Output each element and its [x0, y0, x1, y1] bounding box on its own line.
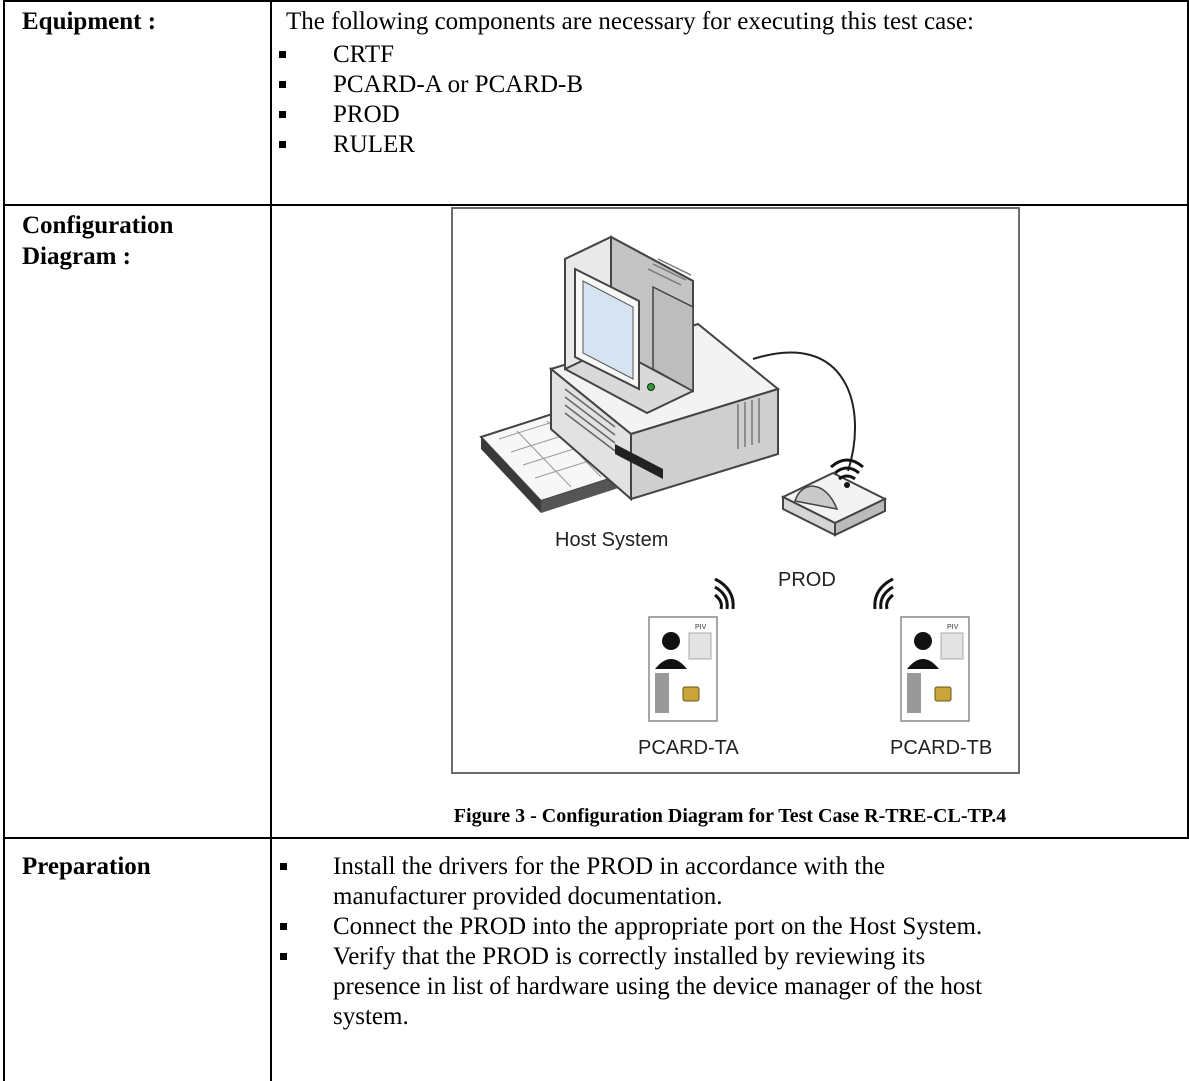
pcard-tb-label: PCARD-TB: [890, 737, 993, 759]
list-item: CRTF: [272, 40, 583, 70]
list-item: Install the drivers for the PROD in acco…: [272, 852, 982, 912]
column-divider: [270, 0, 272, 1081]
table-border-right: [1187, 0, 1189, 838]
prod-label: PROD: [778, 569, 836, 591]
equipment-list: CRTF PCARD-A or PCARD-B PROD RULER: [272, 40, 583, 160]
svg-text:PIV: PIV: [695, 624, 707, 631]
list-item: Verify that the PROD is correctly instal…: [272, 942, 982, 1032]
host-system-label: Host System: [555, 529, 669, 551]
row-divider-1: [3, 204, 1189, 206]
monitor-icon: [564, 235, 694, 415]
id-card-icon: PIV: [648, 616, 718, 722]
row-divider-2: [3, 837, 1189, 839]
id-card-icon: PIV: [900, 616, 970, 722]
pcard-ta-label: PCARD-TA: [638, 737, 739, 759]
configuration-diagram: PIV PIV Host System PROD PCARD-TA PCARD-…: [451, 207, 1020, 774]
preparation-list: Install the drivers for the PROD in acco…: [272, 852, 982, 1032]
configuration-label: Configuration Diagram :: [22, 212, 174, 270]
list-item: PCARD-A or PCARD-B: [272, 70, 583, 100]
equipment-intro: The following components are necessary f…: [286, 8, 974, 35]
list-item: PROD: [272, 100, 583, 130]
svg-text:PIV: PIV: [947, 624, 959, 631]
table-border-left: [3, 0, 5, 1081]
usb-cable: [752, 351, 856, 472]
card-reader-icon: [780, 458, 888, 537]
list-item: Connect the PROD into the appropriate po…: [272, 912, 982, 942]
wireless-signal-icon: [873, 577, 894, 610]
equipment-label: Equipment :: [22, 8, 157, 35]
preparation-label: Preparation: [22, 853, 151, 880]
table-border-top: [3, 0, 1189, 2]
figure-caption: Figure 3 - Configuration Diagram for Tes…: [453, 805, 1007, 827]
list-item: RULER: [272, 130, 583, 160]
wireless-signal-icon: [714, 577, 735, 610]
